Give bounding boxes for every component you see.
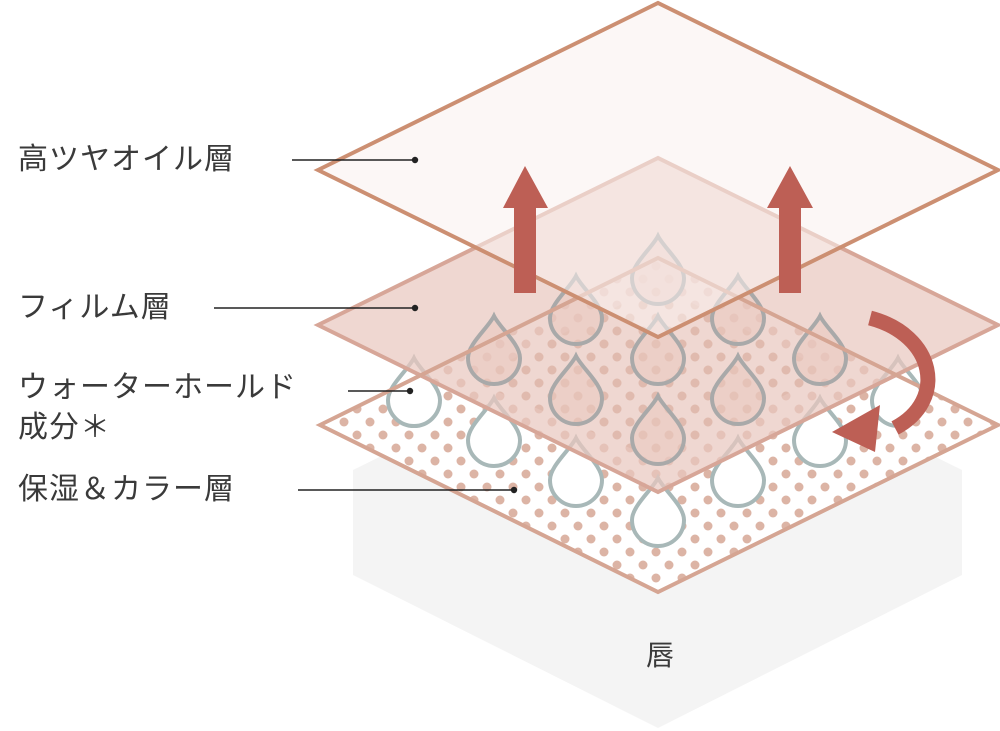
leader-lines — [214, 156, 518, 494]
curved-arrow-icon — [832, 310, 936, 452]
droplet-icon — [629, 311, 687, 386]
droplet-icon — [709, 351, 767, 426]
droplet-icon — [465, 393, 523, 468]
label-moisture-color-layer: 保湿＆カラー層 — [18, 472, 235, 507]
leader-dot-film — [411, 304, 419, 312]
droplet-icon — [465, 311, 523, 386]
moisture-color-layer-outline — [315, 255, 1000, 595]
leader-dot-water — [406, 387, 414, 395]
label-gloss-oil-layer: 高ツヤオイル層 — [18, 142, 235, 177]
label-lips: 唇 — [645, 639, 674, 672]
leader-dot-moisture — [510, 486, 518, 494]
droplet-icon — [629, 473, 687, 548]
droplet-icon — [547, 351, 605, 426]
up-arrow-icon — [767, 166, 813, 293]
label-water-hold: ウォーターホールド 成分＊ — [18, 370, 297, 445]
leader-dot-oil — [411, 156, 419, 164]
droplet-icon — [709, 433, 767, 508]
up-arrow-icon — [503, 166, 548, 293]
gloss-oil-layer — [313, 0, 1000, 340]
label-film-layer: フィルム層 — [18, 290, 172, 325]
droplet-icon — [547, 433, 605, 508]
droplet-icon — [629, 391, 687, 466]
